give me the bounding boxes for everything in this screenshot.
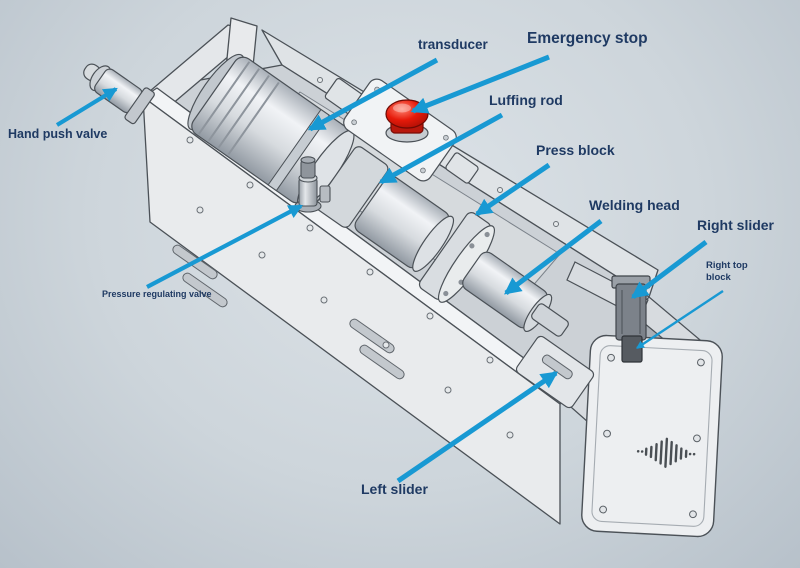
label-left-slider: Left slider: [361, 481, 428, 497]
welding-head-tip: [531, 303, 569, 337]
end-plate: [581, 334, 723, 538]
press-block-flange: [418, 212, 495, 303]
arrow-hand-push-valve: [55, 87, 118, 127]
annotation-arrows: [55, 54, 724, 484]
label-right-slider: Right slider: [697, 217, 775, 233]
pressure-regulating-valve: [294, 156, 331, 213]
right-top-block: [621, 335, 643, 363]
soundwave-logo-icon: [644, 437, 688, 468]
arrow-welding-head: [503, 219, 603, 295]
arrow-emergency-stop: [410, 54, 550, 114]
arrow-left-slider: [396, 370, 559, 484]
label-emergency-stop: Emergency stop: [527, 30, 648, 47]
arrow-luffing-rod: [378, 112, 504, 185]
label-luffing-rod: Luffing rod: [489, 92, 563, 108]
label-press-block: Press block: [536, 142, 615, 158]
arrow-right-top-block: [635, 289, 724, 350]
arrow-transducer: [307, 57, 439, 132]
arrow-pressure-regulating-valve: [146, 204, 303, 289]
arrow-right-slider: [630, 240, 708, 299]
label-transducer: transducer: [418, 37, 488, 52]
near-wall: [142, 96, 561, 525]
label-right-top-block: Right top block: [706, 260, 748, 284]
label-pressure-regulating-valve: Pressure regulating valve: [102, 289, 212, 299]
label-welding-head: Welding head: [589, 197, 680, 213]
arrow-press-block: [474, 162, 551, 217]
emergency-stop-button: [385, 99, 429, 143]
hand-push-valve: [83, 63, 155, 125]
label-hand-push-valve: Hand push valve: [8, 127, 108, 141]
luffing-rod-cylinder: [354, 175, 455, 272]
transducer-collar: [315, 146, 389, 228]
